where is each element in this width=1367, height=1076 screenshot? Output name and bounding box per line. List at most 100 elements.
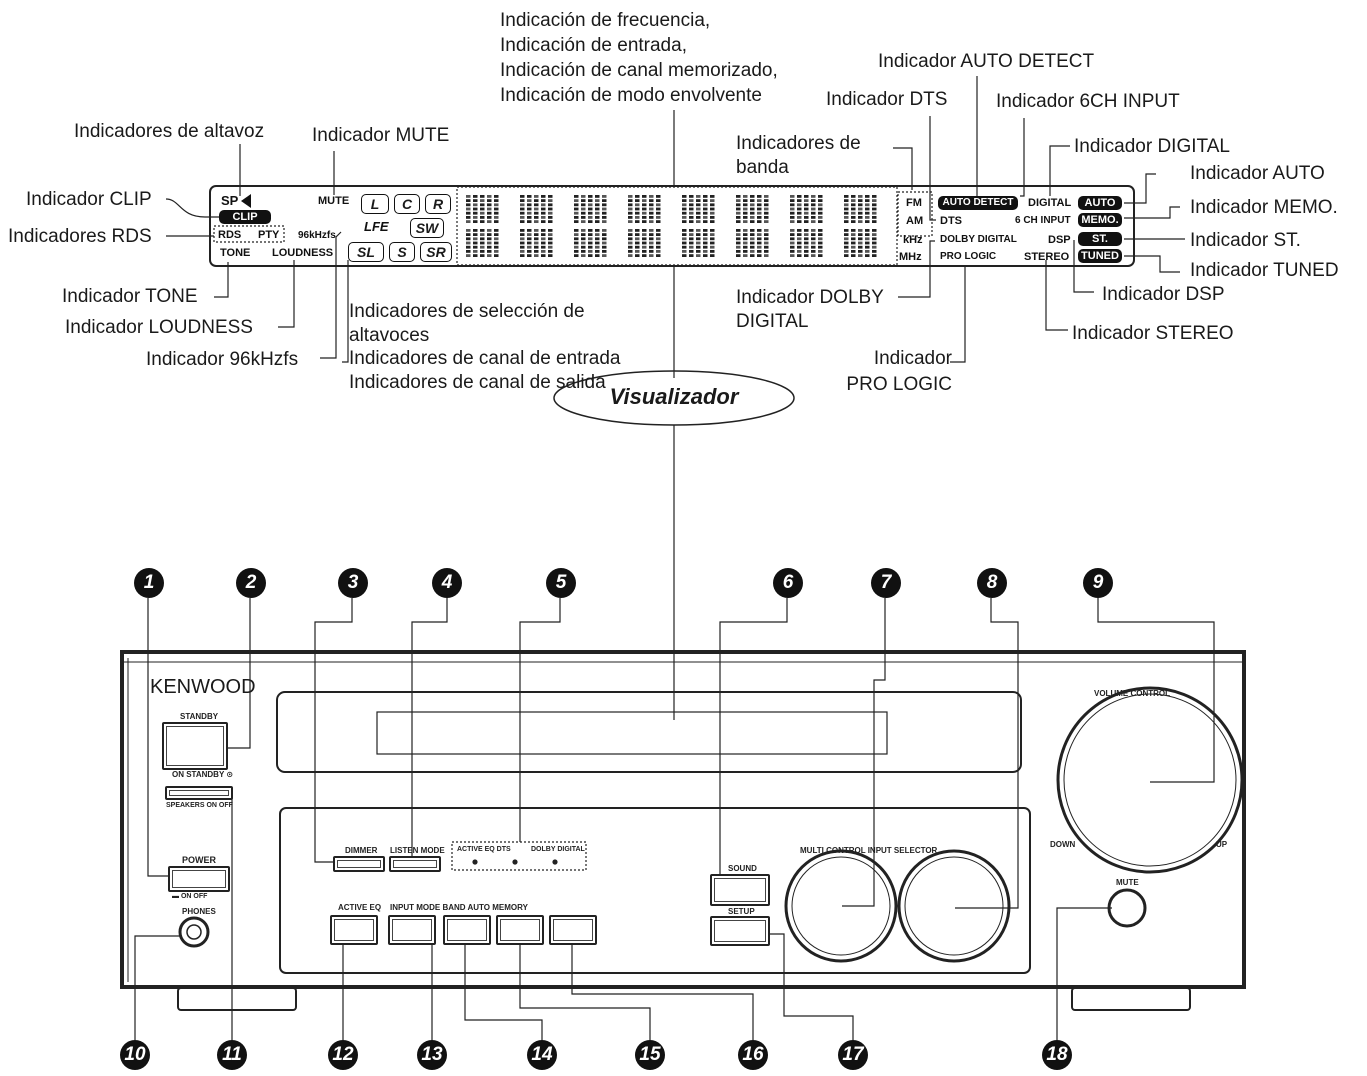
channel-l: L: [361, 194, 389, 214]
dot-matrix-cells: [466, 195, 877, 257]
volume-control-label: VOLUME CONTROL: [1094, 689, 1170, 698]
callout-number: 3: [338, 568, 368, 598]
auto-button[interactable]: [496, 915, 544, 945]
tone-indicator: TONE: [220, 247, 251, 259]
mute-label: MUTE: [1116, 878, 1139, 887]
power-label: POWER: [182, 855, 217, 865]
active-eq-label: ACTIVE EQ: [338, 903, 382, 912]
standby-button[interactable]: [162, 722, 228, 770]
prologic-indicator-label: Indicador PRO LOGIC: [846, 348, 952, 395]
phones-jack[interactable]: [180, 918, 208, 946]
clip-indicator-label: Indicador CLIP: [26, 189, 152, 210]
dimmer-label: DIMMER: [345, 846, 378, 855]
loudness-indicator: LOUDNESS: [272, 247, 334, 259]
dolby-digital-indicator: DOLBY DIGITAL: [940, 234, 1017, 245]
speaker-icon: [241, 194, 251, 208]
callout-number: 7: [871, 568, 901, 598]
tuned-indicator-label: Indicador TUNED: [1190, 260, 1339, 281]
brand-logo: KENWOOD: [150, 676, 256, 698]
standby-label: STANDBY: [180, 712, 219, 721]
callout-number: 11: [217, 1040, 247, 1070]
callout-number: 9: [1083, 568, 1113, 598]
down-label: DOWN: [1050, 840, 1076, 849]
stereo-indicator-label: Indicador STEREO: [1072, 323, 1234, 344]
setup-button[interactable]: [710, 916, 770, 946]
dimmer-button[interactable]: [333, 856, 385, 872]
listen-mode-button[interactable]: [389, 856, 441, 872]
input6ch-indicator-label: Indicador 6CH INPUT: [996, 91, 1180, 112]
digital-indicator: DIGITAL: [1028, 197, 1072, 209]
dts-indicator-label: Indicador DTS: [826, 89, 948, 110]
on-standby-label: ON STANDBY ⊙: [172, 770, 234, 779]
channel-sw: SW: [410, 218, 444, 238]
fm-indicator: FM: [906, 197, 922, 209]
memo-indicator: MEMO.: [1078, 213, 1122, 227]
callout-number: 12: [328, 1040, 358, 1070]
mhz-indicator: MHz: [899, 251, 922, 263]
auto-detect-indicator: AUTO DETECT: [938, 196, 1018, 210]
mute-indicator: MUTE: [318, 195, 350, 207]
dsp-indicator-label: Indicador DSP: [1102, 284, 1225, 305]
speaker-selection-label: Indicadores de selección de altavoces In…: [349, 301, 621, 393]
input-selector-knob[interactable]: [899, 851, 1009, 961]
phones-label: PHONES: [182, 907, 216, 916]
loudness-indicator-label: Indicador LOUDNESS: [65, 317, 253, 338]
band-button[interactable]: [443, 915, 491, 945]
sp-indicator: SP: [221, 193, 239, 208]
callout-number: 15: [635, 1040, 665, 1070]
pro-logic-indicator: PRO LOGIC: [940, 251, 997, 262]
volume-knob[interactable]: [1058, 688, 1242, 872]
dot-matrix-digits: [462, 193, 894, 259]
active-eq-dts-label: ACTIVE EQ DTS: [457, 846, 511, 853]
callout-number: 16: [738, 1040, 768, 1070]
rds-indicators-label: Indicadores RDS: [8, 226, 152, 247]
input-mode-button[interactable]: [388, 915, 436, 945]
mute-indicator-label: Indicador MUTE: [312, 125, 450, 146]
callout-number: 10: [120, 1040, 150, 1070]
active-eq-button[interactable]: [330, 915, 378, 945]
callout-number: 8: [977, 568, 1007, 598]
digital-indicator-label: Indicador DIGITAL: [1074, 136, 1230, 157]
callout-number: 17: [838, 1040, 868, 1070]
callout-number: 6: [773, 568, 803, 598]
speakers-button[interactable]: [165, 786, 233, 800]
callout-number: 13: [417, 1040, 447, 1070]
khz96-indicator: 96kHzfs: [298, 230, 336, 241]
setup-label: SETUP: [728, 907, 755, 916]
listen-mode-label: LISTEN MODE: [390, 846, 445, 855]
callout-number: 4: [432, 568, 462, 598]
am-indicator: AM: [906, 215, 924, 227]
memo-indicator-label: Indicador MEMO.: [1190, 197, 1338, 218]
dolby-digital-label: DOLBY DIGITAL: [531, 846, 585, 853]
channel-sl: SL: [348, 242, 384, 262]
tuned-indicator: TUNED: [1078, 249, 1122, 263]
clip-indicator: CLIP: [219, 210, 271, 224]
visualizador-label: Visualizador: [609, 384, 739, 409]
up-label: UP: [1216, 840, 1228, 849]
callout-number: 14: [527, 1040, 557, 1070]
callout-number: 1: [134, 568, 164, 598]
tone-indicator-label: Indicador TONE: [62, 286, 198, 307]
lfe-indicator: LFE: [364, 219, 389, 234]
memory-button[interactable]: [549, 915, 597, 945]
speakers-label: SPEAKERS ON OFF: [166, 802, 233, 809]
multi-control-knob[interactable]: [786, 851, 896, 961]
auto-detect-indicator-label: Indicador AUTO DETECT: [878, 51, 1095, 72]
dolby-indicator-label: Indicador DOLBY DIGITAL: [736, 287, 884, 332]
dsp-indicator: DSP: [1048, 234, 1071, 246]
stereo-indicator: STEREO: [1024, 251, 1070, 263]
sound-label: SOUND: [728, 864, 757, 873]
khz-indicator: kHz: [903, 234, 923, 246]
multi-control-label: MULTI CONTROL INPUT SELECTOR: [800, 846, 938, 855]
channel-c: C: [394, 194, 420, 214]
sound-button[interactable]: [710, 874, 770, 906]
callout-number: 5: [546, 568, 576, 598]
mute-button[interactable]: [1109, 890, 1145, 926]
dts-indicator: DTS: [940, 215, 962, 227]
channel-sr: SR: [420, 242, 452, 262]
power-button[interactable]: [168, 866, 230, 892]
input6ch-indicator: 6 CH INPUT: [1015, 215, 1071, 226]
rds-indicator: RDS: [218, 229, 242, 241]
speaker-indicators-label: Indicadores de altavoz: [74, 121, 265, 142]
callout-number: 18: [1042, 1040, 1072, 1070]
